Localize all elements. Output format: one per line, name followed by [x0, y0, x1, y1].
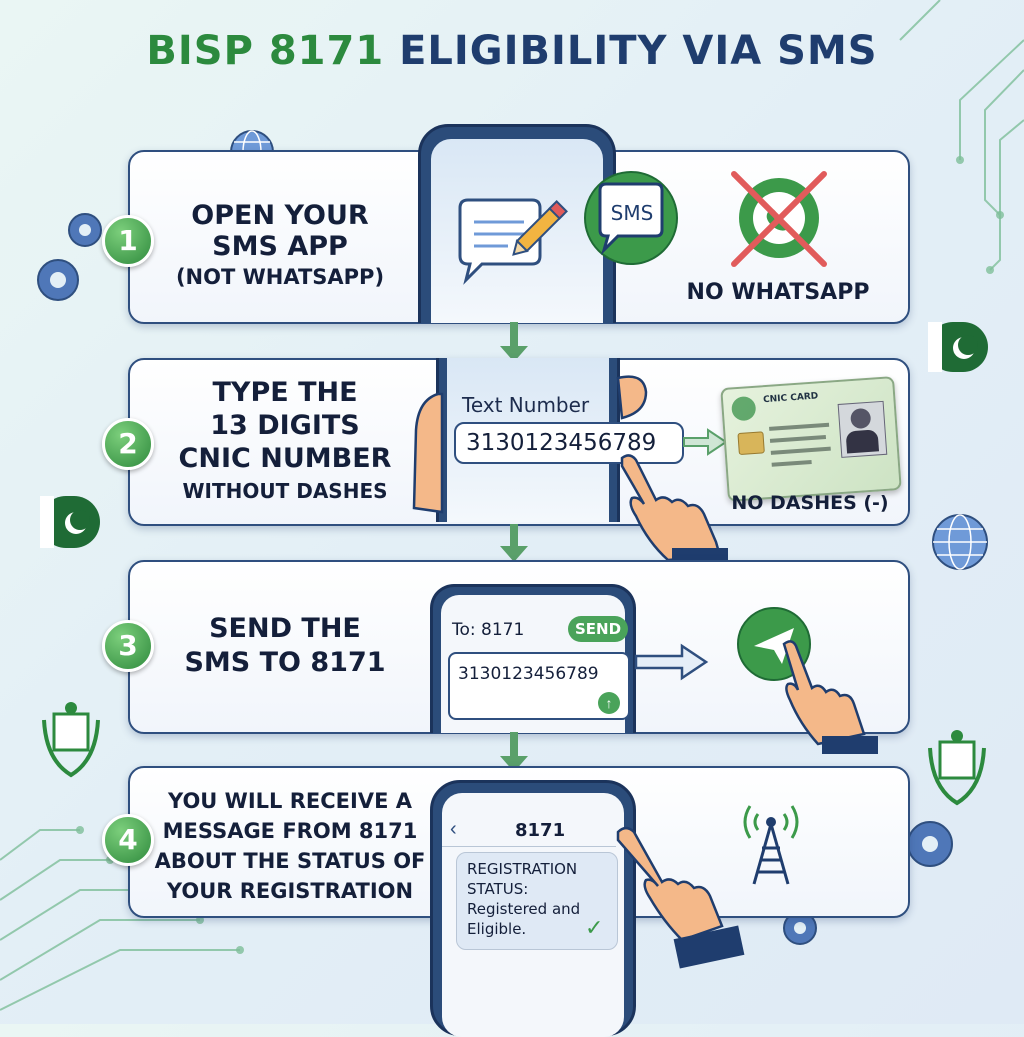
- reply-line: Registered and: [467, 900, 581, 918]
- step-4-line: ABOUT THE STATUS OF: [154, 849, 426, 873]
- no-dashes-label: NO DASHES (-): [731, 492, 889, 514]
- hand-icon: [616, 375, 648, 420]
- whatsapp-blocked-icon: [731, 171, 827, 267]
- step-1-line: (NOT WHATSAPP): [175, 265, 385, 289]
- checkmark-icon: ✓: [585, 915, 604, 940]
- sms-badge-label: SMS: [610, 201, 654, 225]
- flow-arrow: [510, 524, 518, 548]
- flow-arrow: [510, 732, 518, 758]
- sms-badge-icon: [584, 171, 678, 265]
- cnic-input-field[interactable]: 3130123456789: [454, 422, 684, 464]
- step-number-2: 2: [102, 418, 154, 470]
- reply-line: STATUS:: [467, 880, 529, 898]
- arrow-right-icon: [634, 643, 709, 681]
- recipient-label: To: 8171: [452, 620, 525, 640]
- step-1-line: SMS APP: [212, 231, 348, 262]
- flow-arrow-head: [500, 546, 528, 562]
- no-whatsapp-label: NO WHATSAPP: [686, 280, 870, 305]
- message-input[interactable]: 3130123456789 ↑: [448, 652, 630, 720]
- step-4-line: YOUR REGISTRATION: [166, 879, 414, 903]
- cnic-value: 3130123456789: [466, 430, 657, 456]
- step-1-line: OPEN YOUR: [191, 200, 369, 231]
- state-emblem-icon: [928, 730, 986, 806]
- chat-header: 8171: [515, 820, 566, 841]
- title-part2: ELIGIBILITY VIA SMS: [399, 28, 878, 74]
- step-4-instruction: YOU WILL RECEIVE A MESSAGE FROM 8171 ABO…: [150, 786, 430, 906]
- step-number-3: 3: [102, 620, 154, 672]
- gear-icon: [37, 213, 102, 301]
- cnic-card-illustration: CNIC CARD: [720, 376, 902, 502]
- hand-icon: [412, 392, 444, 514]
- step-2-line: TYPE THE: [212, 377, 358, 408]
- step-2-instruction: TYPE THE 13 DIGITS CNIC NUMBER WITHOUT D…: [150, 376, 420, 508]
- pointing-hand-icon: [620, 454, 728, 562]
- phone-illustration: [430, 780, 636, 1037]
- reply-line: Eligible.: [467, 920, 527, 938]
- page-title: BISP 8171 ELIGIBILITY VIA SMS: [0, 28, 1024, 74]
- step-2-line: WITHOUT DASHES: [182, 479, 388, 503]
- step-number-1: 1: [102, 215, 154, 267]
- step-2-line: 13 DIGITS: [210, 410, 360, 441]
- pakistan-flag-icon: [928, 322, 988, 372]
- reply-text: REGISTRATION STATUS: Registered and Elig…: [467, 859, 580, 939]
- pakistan-flag-icon: [40, 496, 100, 548]
- step-4-line: YOU WILL RECEIVE A: [168, 789, 412, 813]
- globe-icon: [932, 514, 988, 570]
- message-text: 3130123456789: [458, 664, 599, 684]
- sms-compose-icon: [458, 198, 568, 285]
- text-number-label: Text Number: [462, 393, 590, 417]
- divider: [442, 846, 616, 847]
- step-3-line: SMS TO 8171: [184, 647, 386, 678]
- signal-tower-icon: [743, 805, 799, 885]
- received-message-bubble: REGISTRATION STATUS: Registered and Elig…: [456, 852, 618, 950]
- arrow-right-icon: [683, 428, 728, 456]
- pointing-hand-icon: [616, 826, 745, 969]
- title-part1: BISP 8171: [146, 28, 385, 74]
- back-chevron-icon[interactable]: ‹: [450, 818, 457, 840]
- step-3-line: SEND THE: [209, 613, 361, 644]
- flow-arrow: [510, 322, 518, 348]
- cnic-card-title: CNIC CARD: [762, 391, 819, 406]
- send-arrow-icon[interactable]: ↑: [598, 692, 620, 714]
- send-action-illustration: [737, 607, 878, 754]
- step-3-instruction: SEND THE SMS TO 8171: [150, 612, 420, 680]
- step-1-instruction: OPEN YOUR SMS APP (NOT WHATSAPP): [150, 200, 410, 293]
- send-button[interactable]: SEND: [568, 616, 628, 642]
- state-emblem-icon: [42, 702, 100, 778]
- step-4-line: MESSAGE FROM 8171: [162, 819, 418, 843]
- step-number-4: 4: [102, 814, 154, 866]
- reply-line: REGISTRATION: [467, 860, 578, 878]
- step-2-line: CNIC NUMBER: [178, 443, 392, 474]
